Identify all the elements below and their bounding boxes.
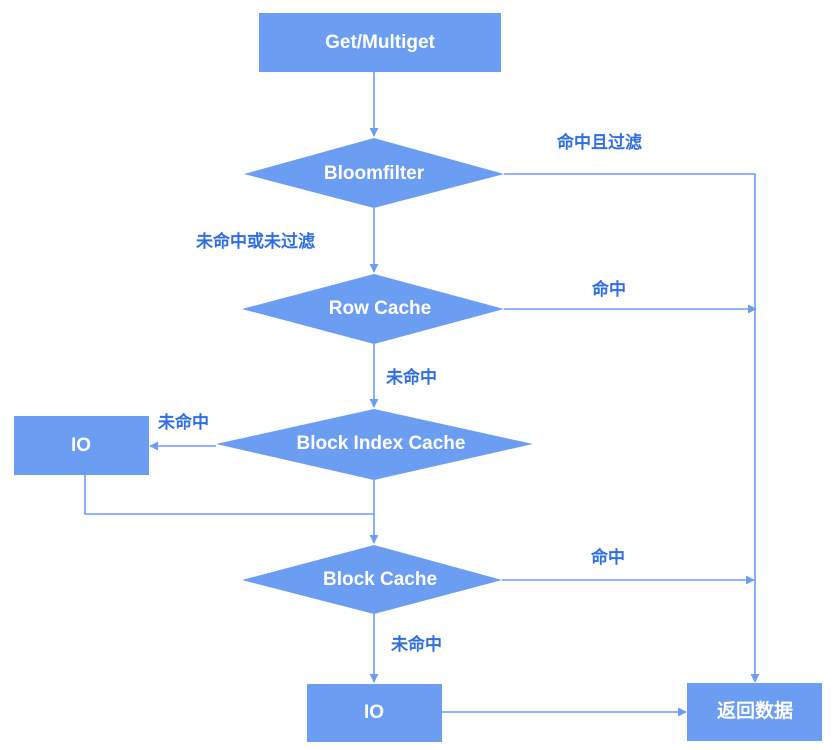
- node-io-bottom: IO: [307, 684, 442, 742]
- edge-io-to-merge: [84, 475, 374, 515]
- label-rowcache-miss: 未命中: [385, 367, 437, 388]
- node-bloomfilter: Bloomfilter: [244, 138, 504, 208]
- label-bloom-miss-or-not-filtered: 未命中或未过滤: [195, 231, 315, 252]
- label-bloom-hit-filtered: 命中且过滤: [556, 132, 642, 153]
- label-rowcache-hit: 命中: [591, 279, 626, 300]
- edge-bloomfilter-to-return: [504, 173, 760, 683]
- node-label: IO: [71, 435, 91, 456]
- node-label: IO: [364, 702, 384, 723]
- label-blockcache-hit: 命中: [590, 547, 625, 568]
- node-return-data: 返回数据: [687, 683, 822, 741]
- node-row-cache: Row Cache: [242, 274, 504, 344]
- node-label: Get/Multiget: [325, 32, 435, 53]
- node-io-left: IO: [14, 416, 149, 475]
- node-label: Row Cache: [329, 298, 431, 319]
- label-blockcache-miss: 未命中: [390, 634, 442, 655]
- node-label: Block Cache: [323, 569, 437, 590]
- node-label: Block Index Cache: [297, 433, 466, 454]
- connectors: [84, 72, 760, 717]
- node-block-index-cache: Block Index Cache: [216, 409, 533, 480]
- node-get-multiget: Get/Multiget: [259, 13, 501, 72]
- node-label: Bloomfilter: [324, 163, 425, 184]
- node-label: 返回数据: [717, 699, 793, 722]
- node-block-cache: Block Cache: [242, 545, 502, 614]
- label-blockindex-miss: 未命中: [157, 412, 209, 433]
